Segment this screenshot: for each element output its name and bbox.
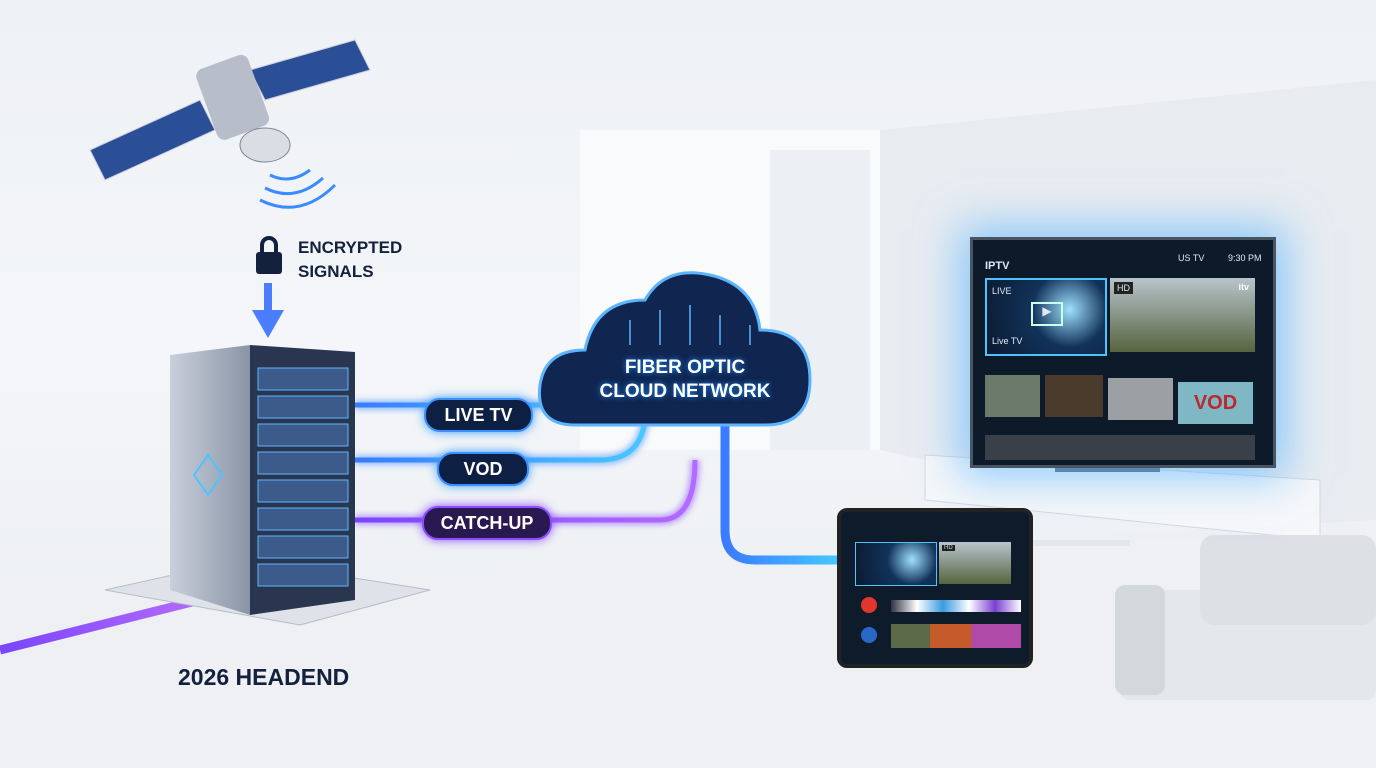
live-tv-pill: LIVE TV [424, 398, 533, 432]
lock-icon [256, 236, 282, 274]
tv-app-title: IPTV [985, 260, 1010, 272]
live-tile[interactable] [855, 542, 937, 586]
app-icon[interactable] [861, 597, 877, 613]
play-icon: ▶ [1031, 302, 1063, 326]
label-line: FIBER OPTIC [624, 357, 746, 378]
app-icon[interactable] [861, 627, 877, 643]
logo-icon [192, 453, 224, 497]
live-badge: LIVE [992, 286, 1012, 296]
fiber-input [0, 595, 202, 655]
cloud-label: FIBER OPTIC CLOUD NETWORK [580, 356, 790, 404]
cloud-icon [537, 271, 812, 427]
tv-clock: 9:30 PM [1228, 253, 1262, 263]
app-row [891, 600, 1021, 612]
tv-region: US TV [1178, 253, 1205, 263]
label-line: ENCRYPTED [298, 238, 403, 257]
thumbnail-row [985, 435, 1255, 460]
fiber-catch-up [355, 459, 698, 523]
server-rack [104, 345, 431, 626]
tablet-screen: HD [837, 508, 1033, 668]
hd-badge: HD [942, 545, 955, 551]
thumbnail-row [891, 624, 1021, 648]
arrow-down-icon [252, 283, 284, 338]
catch-up-pill: CATCH-UP [422, 506, 552, 540]
featured-tile[interactable]: HD [939, 542, 1011, 584]
channel-logo: itv [1238, 282, 1249, 292]
thumbnail[interactable] [985, 375, 1040, 417]
encrypted-signals-label: ENCRYPTED SIGNALS [298, 236, 402, 284]
live-tile[interactable]: LIVE ▶ Live TV [985, 278, 1107, 356]
tv-screen: IPTV US TV 9:30 PM LIVE ▶ Live TV HD itv… [970, 237, 1276, 468]
vod-pill: VOD [437, 452, 529, 486]
featured-tile[interactable]: HD itv [1110, 278, 1255, 352]
fiber-vod [355, 419, 648, 463]
sofa [1115, 535, 1376, 700]
coffee-table [1030, 540, 1130, 546]
headend-label: 2026 HEADEND [178, 664, 350, 690]
thumbnail[interactable] [1045, 375, 1103, 417]
satellite-icon [89, 39, 371, 209]
thumbnail[interactable] [1108, 378, 1173, 420]
label-line: SIGNALS [298, 262, 374, 281]
fiber-to-tablet [720, 425, 840, 565]
label-line: CLOUD NETWORK [599, 381, 771, 402]
vod-thumbnail[interactable]: VOD [1178, 382, 1253, 424]
hd-badge: HD [1114, 282, 1133, 294]
live-caption: Live TV [992, 336, 1023, 346]
